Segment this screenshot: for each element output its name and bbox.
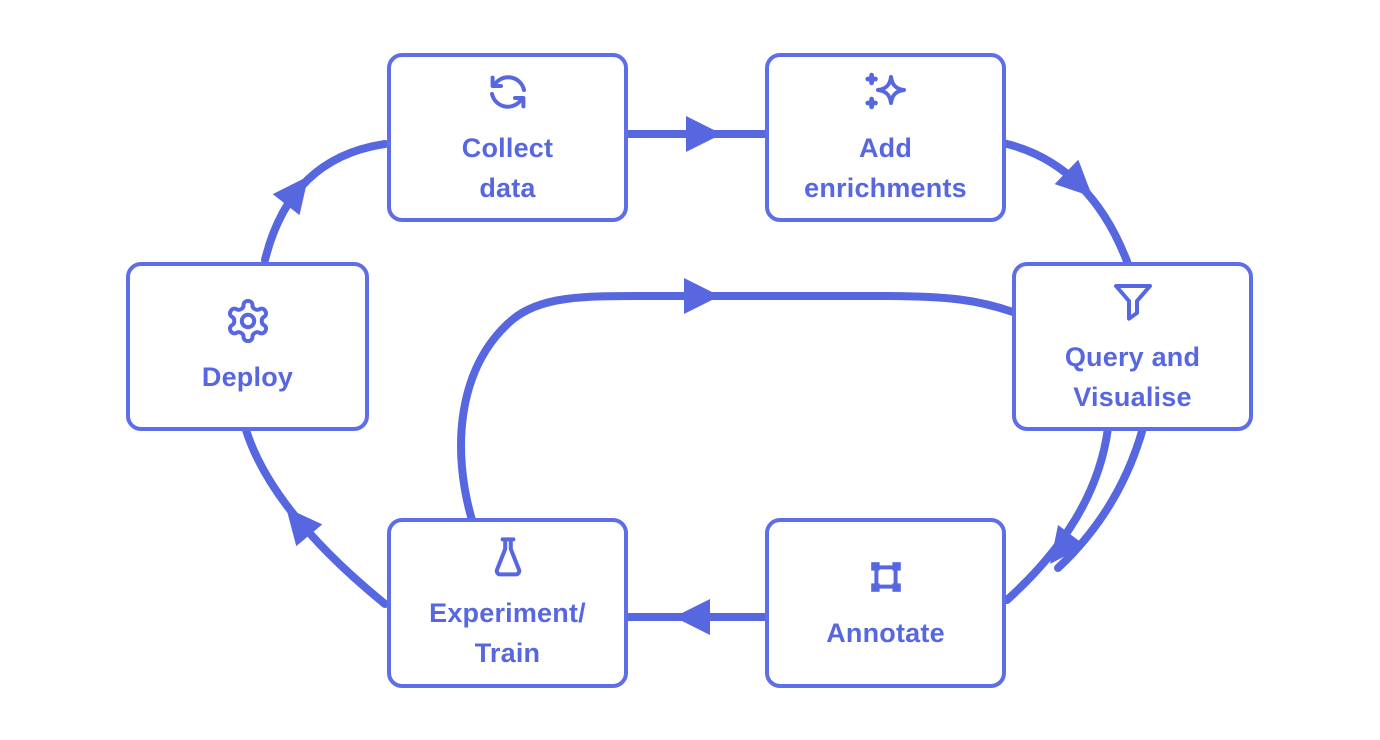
filter-icon <box>1109 277 1157 325</box>
bounding-box-icon <box>862 553 910 601</box>
node-label: Experiment/ Train <box>429 598 586 668</box>
node-label: Collect data <box>461 132 554 203</box>
node-query-visualise: Query and Visualise <box>1012 262 1253 431</box>
node-label: Add enrichments <box>804 132 967 203</box>
sparkles-icon <box>862 68 910 116</box>
arrow-experiment-to-query-loop <box>457 278 1017 524</box>
node-annotate: Annotate <box>765 518 1006 688</box>
node-add-enrichments: Add enrichments <box>765 53 1006 222</box>
arrow-annotate-to-experiment <box>624 599 774 635</box>
node-collect-data: Collect data <box>387 53 628 222</box>
node-deploy: Deploy <box>126 262 369 431</box>
node-experiment-train: Experiment/ Train <box>387 518 628 688</box>
arrow-query-to-annotate <box>1003 424 1147 604</box>
sync-icon <box>484 68 532 116</box>
node-label: Deploy <box>201 361 294 392</box>
flask-icon <box>484 533 532 581</box>
arrow-collect-to-enrichments <box>624 116 774 152</box>
gear-icon <box>224 297 272 345</box>
node-label: Query and Visualise <box>1064 341 1201 412</box>
node-label: Annotate <box>826 618 945 648</box>
arrow-experiment-to-deploy <box>242 426 389 608</box>
arrow-enrichments-to-query <box>999 139 1132 268</box>
arrow-deploy-to-collect <box>261 140 389 264</box>
